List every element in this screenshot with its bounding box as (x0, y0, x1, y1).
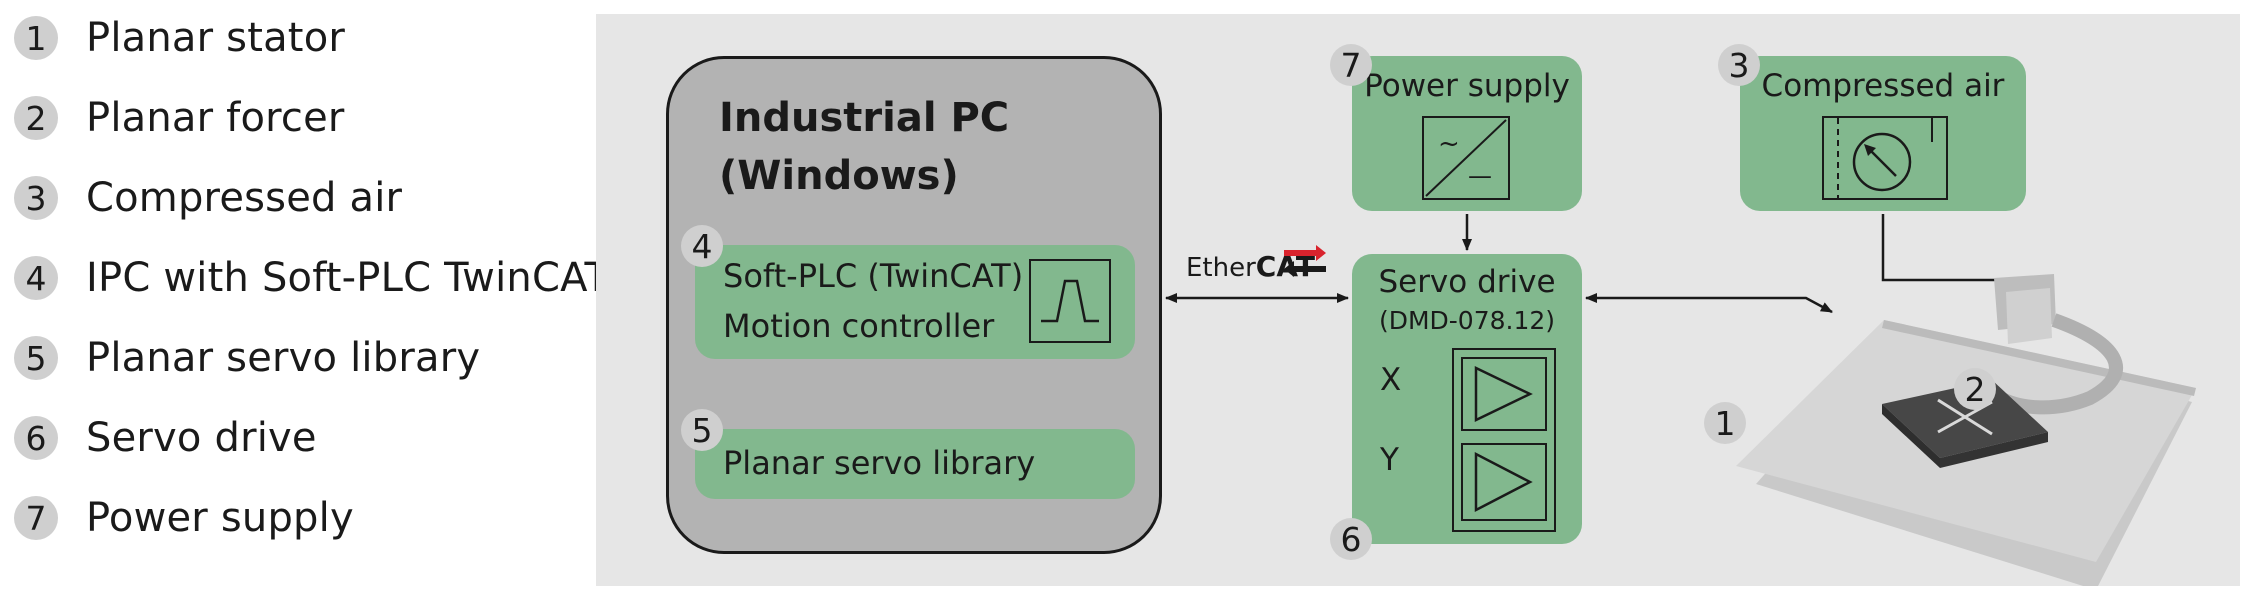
amplifier-y-icon (1474, 451, 1533, 513)
industrial-pc-box: Industrial PC (Windows) Soft-PLC (TwinCA… (666, 56, 1162, 554)
legend-item-2: 2 Planar forcer (14, 88, 345, 148)
compressed-air-box: Compressed air (1740, 56, 2026, 211)
soft-plc-label: Soft-PLC (TwinCAT) (723, 257, 1024, 295)
power-supply-box: Power supply ~ — (1352, 56, 1582, 211)
number-badge: 3 (14, 176, 58, 220)
industrial-pc-title-line1: Industrial PC (719, 95, 1010, 141)
number-badge-1: 1 (1704, 402, 1746, 444)
connection-lines (1165, 214, 2196, 586)
legend-item-5: 5 Planar servo library (14, 328, 480, 388)
legend-item-1: 1 Planar stator (14, 8, 345, 68)
power-supply-label: Power supply (1364, 68, 1570, 104)
legend-label: Power supply (86, 495, 354, 541)
number-badge: 2 (14, 96, 58, 140)
legend-item-7: 7 Power supply (14, 488, 354, 548)
soft-plc-box: Soft-PLC (TwinCAT) Motion controller (695, 245, 1135, 359)
number-badge-5: 5 (681, 409, 723, 451)
ethercat-arrows-icon (1284, 245, 1326, 277)
motion-controller-label: Motion controller (723, 307, 995, 345)
legend-label: Compressed air (86, 175, 403, 221)
number-badge: 5 (14, 336, 58, 380)
motor-cable-link (1585, 293, 1833, 314)
legend: 1 Planar stator 2 Planar forcer 3 Compre… (0, 0, 609, 594)
pressure-gauge-icon (1822, 116, 1948, 200)
system-diagram: Industrial PC (Windows) Soft-PLC (TwinCA… (596, 14, 2240, 586)
servo-drive-model: (DMD-078.12) (1378, 306, 1556, 335)
number-badge-7: 7 (1330, 44, 1372, 86)
planar-motor-illustration (1736, 274, 2196, 586)
axis-y-label: Y (1380, 442, 1399, 478)
planar-servo-library-label: Planar servo library (723, 444, 1036, 482)
legend-item-3: 3 Compressed air (14, 168, 402, 228)
ac-symbol: ~ (1438, 129, 1460, 159)
legend-label: Servo drive (86, 415, 317, 461)
number-badge: 1 (14, 16, 58, 60)
amplifier-frame (1452, 348, 1556, 532)
number-badge: 4 (14, 256, 58, 300)
number-badge-6: 6 (1330, 518, 1372, 560)
dc-symbol: — (1468, 162, 1492, 190)
motion-profile-icon (1029, 259, 1111, 343)
number-badge-2: 2 (1954, 368, 1996, 410)
legend-label: Planar stator (86, 15, 346, 61)
number-badge-3: 3 (1718, 44, 1760, 86)
number-badge-4: 4 (681, 225, 723, 267)
industrial-pc-title-line2: (Windows) (719, 153, 959, 199)
amplifier-x-icon (1474, 366, 1533, 422)
industrial-pc-title: Industrial PC (Windows) (719, 89, 1009, 205)
compressed-air-label: Compressed air (1761, 68, 2005, 104)
servo-drive-box: Servo drive (DMD-078.12) X Y (1352, 254, 1582, 544)
legend-label: Planar servo library (86, 335, 481, 381)
ethercat-text-ether: Ether (1186, 253, 1256, 283)
number-badge: 7 (14, 496, 58, 540)
power-supply-icon: ~ — (1422, 116, 1510, 200)
planar-servo-library-box: Planar servo library (695, 429, 1135, 499)
legend-label: IPC with Soft-PLC TwinCAT (86, 255, 610, 301)
number-badge: 6 (14, 416, 58, 460)
legend-item-6: 6 Servo drive (14, 408, 317, 468)
axis-x-label: X (1380, 362, 1402, 398)
legend-label: Planar forcer (86, 95, 345, 141)
servo-drive-label: Servo drive (1378, 264, 1556, 300)
legend-item-4: 4 IPC with Soft-PLC TwinCAT (14, 248, 609, 308)
